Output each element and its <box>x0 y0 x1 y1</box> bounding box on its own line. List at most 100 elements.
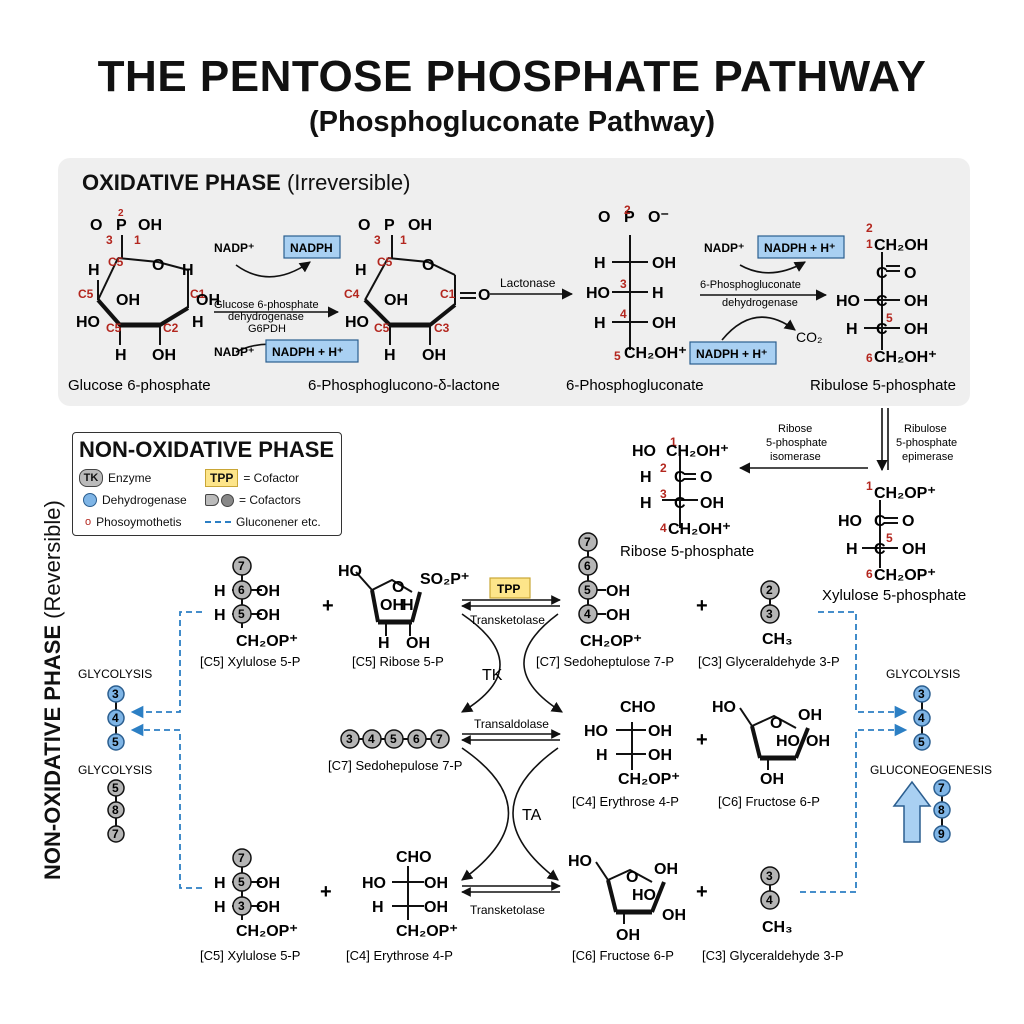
svg-text:5: 5 <box>238 607 245 621</box>
page-subtitle: (Phosphogluconate Pathway) <box>308 106 716 138</box>
svg-text:H: H <box>214 583 226 600</box>
svg-text:H: H <box>652 285 664 302</box>
svg-text:3: 3 <box>374 233 381 247</box>
svg-text:6: 6 <box>238 583 245 597</box>
row3-g3p-label: [C3] Glyceraldehyde 3-P <box>702 948 844 963</box>
svg-text:5: 5 <box>918 735 925 749</box>
svg-text:OH: OH <box>424 899 448 916</box>
svg-text:H: H <box>640 469 652 486</box>
svg-text:OH: OH <box>384 292 408 309</box>
svg-text:H: H <box>594 255 606 272</box>
svg-text:P: P <box>624 209 635 226</box>
nadph-h-label-2: NADPH + H⁺ <box>764 241 835 255</box>
6pgd-line-2: dehydrogenase <box>722 297 798 309</box>
svg-text:3: 3 <box>106 233 113 247</box>
nadph-h-box-1 <box>265 339 359 363</box>
6pgd-line-1: 6-Phosphogluconate <box>700 279 801 291</box>
svg-text:OH: OH <box>256 899 280 916</box>
nadph-h-label-3: NADPH + H⁺ <box>696 347 767 361</box>
g6pdh-line-1: Glucose 6-phosphate <box>214 299 319 311</box>
isomerase-line-2: 5-phosphate <box>766 437 827 449</box>
svg-text:C4: C4 <box>344 287 360 301</box>
svg-text:SO₂P⁺: SO₂P⁺ <box>420 571 469 588</box>
svg-text:5: 5 <box>238 875 245 889</box>
isomerase-line-3: isomerase <box>770 451 821 463</box>
row3-erythrose-label: [C4] Erythrose 4-P <box>346 948 453 963</box>
svg-text:O: O <box>904 265 916 282</box>
nadph-h-box-2 <box>757 235 845 259</box>
ta-label: TA <box>522 807 542 824</box>
svg-text:OH: OH <box>422 347 446 364</box>
svg-text:HO: HO <box>712 699 736 716</box>
svg-text:O: O <box>700 469 712 486</box>
svg-text:CHO: CHO <box>620 699 656 716</box>
svg-text:P: P <box>384 217 395 234</box>
svg-text:H: H <box>214 875 226 892</box>
svg-text:P: P <box>116 217 127 234</box>
svg-text:OH: OH <box>424 875 448 892</box>
svg-text:OH: OH <box>256 583 280 600</box>
svg-text:7: 7 <box>238 559 245 573</box>
svg-text:7: 7 <box>938 781 945 795</box>
svg-text:CHO: CHO <box>396 849 432 866</box>
svg-text:H: H <box>594 315 606 332</box>
row3-fructose-ring <box>595 861 666 924</box>
gluconeogenesis-up-arrow-icon <box>892 780 932 843</box>
svg-text:HO: HO <box>776 733 800 750</box>
glycolysis-left-1: GLYCOLYSIS <box>78 667 152 681</box>
xylulose-5-phosphate-label: Xylulose 5-phosphate <box>822 587 966 604</box>
svg-text:HO: HO <box>836 293 860 310</box>
svg-text:H: H <box>214 899 226 916</box>
svg-text:C5: C5 <box>108 255 124 269</box>
svg-text:8: 8 <box>112 803 119 817</box>
svg-text:OH: OH <box>648 723 672 740</box>
ribulose-5-phosphate-label: Ribulose 5-phosphate <box>810 377 956 394</box>
svg-text:3: 3 <box>766 607 773 621</box>
row1-ribose-label: [C5] Ribose 5-P <box>352 654 444 669</box>
red-label-icon: o <box>85 516 92 528</box>
svg-text:CH₂OH⁺: CH₂OH⁺ <box>668 521 731 538</box>
legend-row-cofactors: = Cofactors <box>205 493 301 507</box>
plus-sign-4: + <box>320 881 332 903</box>
svg-text:6: 6 <box>866 567 873 581</box>
svg-text:5: 5 <box>112 735 119 749</box>
svg-text:1: 1 <box>866 479 873 493</box>
oxidative-phase-panel <box>58 158 970 406</box>
svg-text:C: C <box>874 513 886 530</box>
row2-enzyme-label: Transaldolase <box>474 717 549 731</box>
svg-text:HO: HO <box>568 853 592 870</box>
svg-text:2: 2 <box>766 583 773 597</box>
svg-text:7: 7 <box>238 851 245 865</box>
legend-row-enzyme: TK Enzyme <box>79 469 151 487</box>
oxidative-phase-heading: OXIDATIVE PHASE (Irreversible) <box>82 170 411 195</box>
svg-text:HO: HO <box>632 887 656 904</box>
svg-text:H: H <box>372 899 384 916</box>
svg-text:OH: OH <box>806 733 830 750</box>
svg-text:4: 4 <box>766 893 773 907</box>
glucose-6-phosphate-label: Glucose 6-phosphate <box>68 377 211 394</box>
svg-text:CH₂OH⁺: CH₂OH⁺ <box>874 349 937 366</box>
svg-text:C5: C5 <box>377 255 393 269</box>
svg-text:H: H <box>115 347 127 364</box>
svg-text:1: 1 <box>400 233 407 247</box>
svg-text:H: H <box>846 541 858 558</box>
svg-text:1: 1 <box>866 237 873 251</box>
svg-text:8: 8 <box>938 803 945 817</box>
svg-text:7: 7 <box>436 732 443 746</box>
svg-text:O: O <box>478 287 490 304</box>
svg-text:H: H <box>846 321 858 338</box>
glycolysis-right: GLYCOLYSIS <box>886 667 960 681</box>
svg-text:3: 3 <box>112 687 119 701</box>
svg-text:OH: OH <box>616 927 640 944</box>
legend-row-cofactor: TPP = Cofactor <box>205 469 299 487</box>
svg-text:CH₃: CH₃ <box>762 631 793 648</box>
svg-text:6: 6 <box>584 559 591 573</box>
svg-text:H: H <box>378 635 390 652</box>
svg-text:4: 4 <box>918 711 925 725</box>
svg-text:OH: OH <box>648 747 672 764</box>
svg-text:3: 3 <box>238 899 245 913</box>
row3-fructose-label: [C6] Fructose 6-P <box>572 948 674 963</box>
svg-text:O⁻: O⁻ <box>648 209 669 226</box>
svg-text:OH: OH <box>196 292 220 309</box>
